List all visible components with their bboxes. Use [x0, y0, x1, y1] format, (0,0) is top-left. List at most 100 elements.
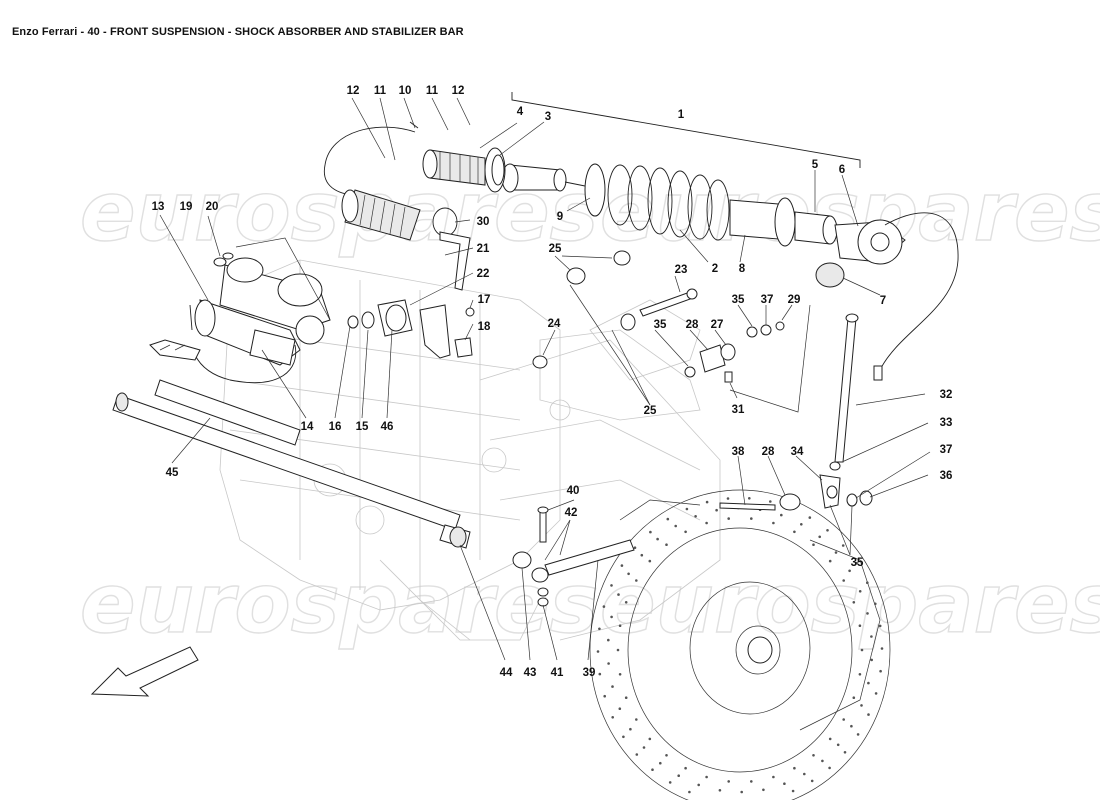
disc-hole: [610, 584, 613, 587]
disc-hole: [610, 615, 613, 619]
disc-hole: [812, 543, 815, 546]
callout-37b: 37: [940, 444, 953, 456]
callout-21: 21: [477, 243, 490, 255]
disc-hole: [642, 746, 646, 749]
disc-hole: [705, 521, 708, 525]
disc-hole: [648, 559, 652, 563]
disc-hole: [866, 612, 869, 615]
callout-41: 41: [551, 667, 564, 679]
disc-hole: [852, 696, 856, 699]
disc-hole: [598, 627, 601, 631]
callout-11a: 11: [374, 85, 387, 97]
disc-hole: [803, 772, 806, 776]
disc-hole: [618, 673, 622, 676]
watermarks: eurospares eurospares eurospares eurospa…: [79, 164, 1100, 652]
disc-hole: [826, 529, 829, 532]
disc-hole: [874, 602, 877, 606]
callout-labels: 1 2 3 4 5 6 7 8 9 10 11 11 12 12 13 14 1…: [152, 85, 953, 679]
callout-7: 7: [880, 295, 886, 307]
disc-hole: [855, 561, 858, 565]
disc-drill-holes: [596, 497, 884, 794]
disc-hole: [715, 508, 718, 512]
disc-hole: [856, 733, 860, 736]
motor-assembly: [149, 252, 331, 384]
disc-hole: [858, 590, 862, 593]
callout-22: 22: [477, 268, 490, 280]
disc-hole: [718, 789, 722, 792]
disc-hole: [622, 735, 625, 739]
disc-hole: [607, 662, 610, 665]
disc-hole: [727, 517, 730, 520]
disc-hole: [842, 718, 845, 721]
stabilizer-brackets: [347, 299, 475, 359]
disc-hole: [624, 696, 628, 699]
disc-hole: [727, 780, 730, 783]
leader-lines: [159, 97, 931, 661]
disc-hole: [828, 766, 831, 770]
tie-rod: [512, 506, 635, 607]
watermark-bottom-right: eurospares: [600, 557, 1100, 652]
chassis-ghost-outline: [219, 259, 721, 641]
callout-20: 20: [206, 201, 219, 213]
brake-disc: [589, 489, 891, 800]
disc-hole: [800, 523, 803, 526]
disc-hole: [624, 601, 628, 604]
callout-25a: 25: [549, 243, 562, 255]
actuator-and-hose: [323, 121, 471, 291]
disc-hole: [596, 650, 600, 653]
callout-1: 1: [678, 109, 685, 121]
disc-hole: [769, 500, 772, 503]
disc-hole: [649, 530, 652, 534]
disc-hole: [607, 638, 610, 642]
callout-45: 45: [166, 467, 179, 479]
disc-hole: [665, 754, 668, 757]
callout-17: 17: [478, 294, 491, 306]
callout-34: 34: [791, 446, 804, 458]
callout-32: 32: [940, 389, 953, 401]
callout-33: 33: [940, 417, 953, 429]
callout-9: 9: [557, 211, 563, 223]
shock-absorber-assembly: [422, 92, 959, 381]
disc-hole: [748, 497, 751, 500]
disc-hole: [866, 581, 869, 584]
disc-hole: [762, 788, 765, 792]
disc-hole: [674, 524, 677, 528]
disc-hole: [677, 774, 680, 777]
disc-hole: [640, 553, 644, 557]
disc-hole: [740, 790, 743, 794]
drop-link: [532, 250, 698, 369]
callout-8: 8: [739, 263, 746, 275]
callout-37a: 37: [761, 294, 774, 306]
callout-16: 16: [329, 421, 342, 433]
disc-hole: [651, 768, 654, 771]
callout-29: 29: [788, 294, 801, 306]
disc-hole: [783, 782, 786, 785]
disc-hole: [870, 635, 873, 638]
disc-hole: [665, 543, 668, 546]
disc-hole: [635, 718, 638, 721]
callout-39: 39: [583, 667, 596, 679]
callout-28b: 28: [762, 446, 775, 458]
disc-hole: [666, 517, 670, 521]
disc-hole: [874, 692, 878, 695]
disc-hole: [878, 624, 882, 628]
disc-hole: [598, 672, 602, 676]
disc-hole: [618, 707, 622, 710]
disc-hole: [750, 780, 753, 783]
disc-hole: [617, 593, 620, 596]
disc-hole: [828, 559, 832, 563]
front-direction-arrow-icon: [90, 646, 199, 697]
disc-hole: [850, 724, 853, 728]
stabilizer-bar: [112, 379, 471, 549]
callout-31: 31: [732, 404, 745, 416]
disc-hole: [697, 783, 700, 787]
callout-24: 24: [548, 318, 561, 330]
disc-hole: [810, 779, 814, 783]
disc-hole: [633, 546, 637, 549]
callout-12b: 12: [452, 85, 465, 97]
disc-hole: [828, 737, 832, 741]
ball-joints-upper: [684, 304, 811, 413]
disc-hole: [818, 535, 821, 539]
callout-19: 19: [180, 201, 193, 213]
callout-35a: 35: [732, 294, 745, 306]
